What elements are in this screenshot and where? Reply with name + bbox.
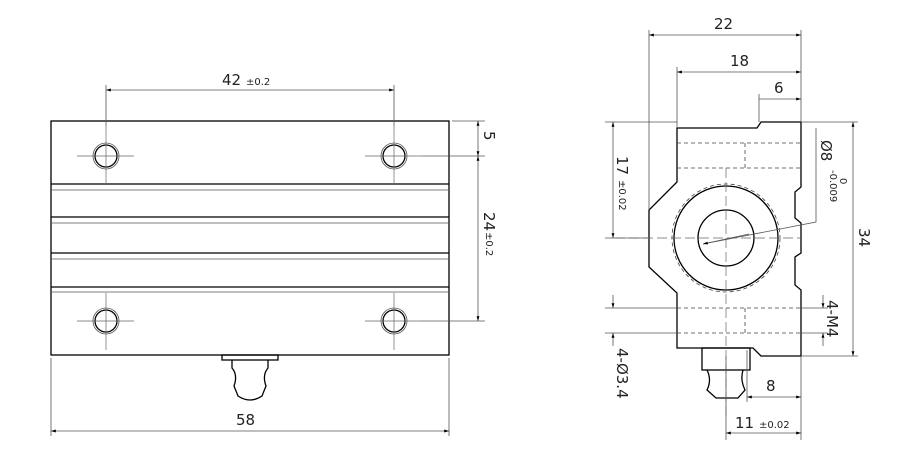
grooves (51, 183, 449, 293)
svg-text:0: 0 (837, 178, 848, 184)
dim-8-label: 8 (766, 377, 776, 395)
dim-34-label: 34 (855, 228, 873, 247)
dim-5-label: 5 (480, 131, 498, 141)
grease-nipple (221, 354, 279, 401)
dim-18-label: 18 (730, 52, 749, 70)
dim-6-label: 6 (774, 79, 784, 97)
dim-58-label: 58 (236, 411, 255, 429)
dim-17-label: 17 (613, 156, 631, 175)
svg-text:±0.02: ±0.02 (759, 420, 790, 431)
side-view: 22 18 6 34 17 ±0.02 Ø8 0 -0.009 4-M4 4-Ø… (605, 15, 873, 440)
dim-24-label: 24 (480, 212, 498, 231)
front-view: 42 ±0.2 58 5 24 ±0.2 (50, 71, 498, 436)
svg-text:±0.2: ±0.2 (483, 232, 494, 256)
svg-text:±0.2: ±0.2 (246, 77, 270, 88)
svg-text:±0.02: ±0.02 (616, 180, 627, 211)
dim-bore-label: Ø8 (817, 140, 835, 161)
dim-42-label: 42 (222, 71, 241, 89)
dim-m4-label: 4-M4 (823, 300, 841, 337)
dim-11-label: 11 (735, 414, 754, 432)
svg-text:-0.009: -0.009 (827, 170, 838, 202)
dim-hole-label: 4-Ø3.4 (613, 348, 631, 399)
dim-22-label: 22 (714, 15, 733, 33)
side-dimensions: 22 18 6 34 17 ±0.02 Ø8 0 -0.009 4-M4 4-Ø… (605, 15, 873, 440)
mounting-holes (77, 126, 422, 350)
dimensions: 42 ±0.2 58 5 24 ±0.2 (50, 71, 498, 436)
side-outline (648, 121, 802, 357)
